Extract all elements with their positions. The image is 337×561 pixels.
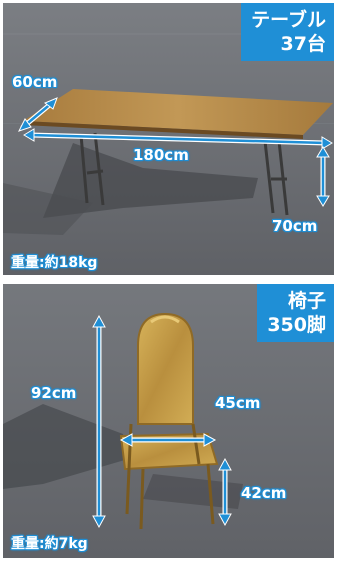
chair-title-badge: 椅子 350脚 — [257, 284, 334, 342]
chair-photo — [3, 284, 334, 558]
chair-dimension-arrows — [92, 314, 232, 529]
chair-seat-height-label: 42cm — [241, 484, 287, 502]
table-depth-label: 60cm — [12, 73, 58, 91]
table-count: 37台 — [280, 33, 326, 55]
table-dimension-arrows — [18, 97, 333, 207]
chair-panel: 椅子 350脚 92cm 45cm 42cm 重量:約7kg — [3, 284, 334, 558]
chair-title: 椅子 — [287, 290, 326, 312]
table-height-label: 70cm — [272, 217, 318, 235]
chair-width-label: 45cm — [215, 394, 261, 412]
table-title: テーブル — [251, 9, 326, 31]
table-panel: テーブル 37台 60cm 180cm 70cm 重量:約18kg — [3, 3, 334, 275]
table-width-label: 180cm — [133, 146, 189, 164]
table-weight-label: 重量:約18kg — [11, 255, 98, 271]
chair-weight-label: 重量:約7kg — [11, 536, 88, 552]
table-title-badge: テーブル 37台 — [241, 3, 334, 61]
chair-count: 350脚 — [267, 314, 326, 336]
chair-height-label: 92cm — [31, 384, 77, 402]
